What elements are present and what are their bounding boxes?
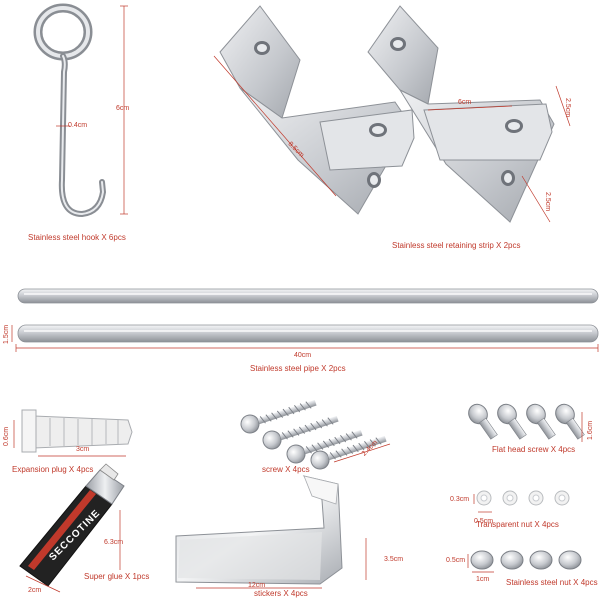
screw-label: screw X 4pcs bbox=[262, 465, 310, 474]
hook-label: Stainless steel hook X 6pcs bbox=[28, 233, 126, 242]
stickers-label: stickers X 4pcs bbox=[254, 589, 308, 598]
retaining-strip-image-left bbox=[219, 5, 415, 215]
pipe-image-top bbox=[17, 288, 599, 304]
transparent-nut-height-label: 0.3cm bbox=[450, 496, 470, 503]
screw-image-group bbox=[240, 399, 387, 470]
retaining-strip-side-bottom-label: 2.5cm bbox=[544, 192, 551, 212]
retaining-strip-label: Stainless steel retaining strip X 2pcs bbox=[392, 241, 521, 250]
stickers-width-label: 3.5cm bbox=[384, 556, 404, 563]
hook-wire-label: 0.4cm bbox=[68, 122, 88, 129]
stickers-dimensions bbox=[196, 538, 367, 589]
expansion-plug-label: Expansion plug X 4pcs bbox=[12, 465, 94, 474]
transparent-nut-diameter-label: 0.5cm bbox=[474, 518, 494, 525]
pipe-dimensions bbox=[11, 325, 599, 352]
expansion-plug-dimensions bbox=[13, 420, 126, 457]
transparent-nut-image-group bbox=[476, 490, 570, 506]
stainless-nut-diameter-label: 1cm bbox=[476, 576, 490, 583]
retaining-strip-dimensions bbox=[213, 55, 571, 223]
expansion-plug-length-label: 3cm bbox=[76, 446, 90, 453]
screw-dimension bbox=[333, 443, 391, 463]
transparent-nut-dimensions bbox=[473, 494, 492, 513]
stickers-length-label: 12cm bbox=[248, 582, 266, 589]
super-glue-image bbox=[19, 463, 125, 587]
super-glue-dimensions bbox=[25, 510, 121, 593]
pipe-image-bottom bbox=[17, 324, 599, 343]
pipe-length-label: 40cm bbox=[294, 352, 312, 359]
stickers-image bbox=[175, 475, 343, 585]
stainless-nut-image-group bbox=[470, 550, 582, 570]
stainless-nut-height-label: 0.5cm bbox=[446, 557, 466, 564]
hook-height-label: 6cm bbox=[116, 105, 130, 112]
stainless-nut-dimensions bbox=[467, 554, 494, 573]
expansion-plug-image bbox=[21, 409, 133, 453]
pipe-diameter-label: 1.5cm bbox=[3, 324, 10, 344]
retaining-strip-width-label: 6cm bbox=[458, 99, 472, 106]
expansion-plug-diameter-label: 0.6cm bbox=[3, 426, 10, 446]
super-glue-length-label: 6.3cm bbox=[104, 539, 124, 546]
hook-image bbox=[33, 3, 107, 218]
stainless-nut-label: Stainless steel nut X 4pcs bbox=[506, 578, 598, 587]
super-glue-width-label: 2cm bbox=[28, 587, 42, 594]
transparent-nut-label: Transparent nut X 4pcs bbox=[476, 520, 559, 529]
pipe-label: Stainless steel pipe X 2pcs bbox=[250, 364, 346, 373]
super-glue-label: Super glue X 1pcs bbox=[84, 572, 150, 581]
flat-head-screw-label: Flat head screw X 4pcs bbox=[492, 445, 576, 454]
retaining-strip-side-top-label: 2.5cm bbox=[564, 98, 571, 118]
flat-head-screw-image-group bbox=[468, 403, 585, 440]
flat-head-screw-length-label: 1.6cm bbox=[587, 420, 594, 440]
retaining-strip-image-right bbox=[367, 5, 555, 223]
hook-height-dimension bbox=[120, 5, 128, 215]
